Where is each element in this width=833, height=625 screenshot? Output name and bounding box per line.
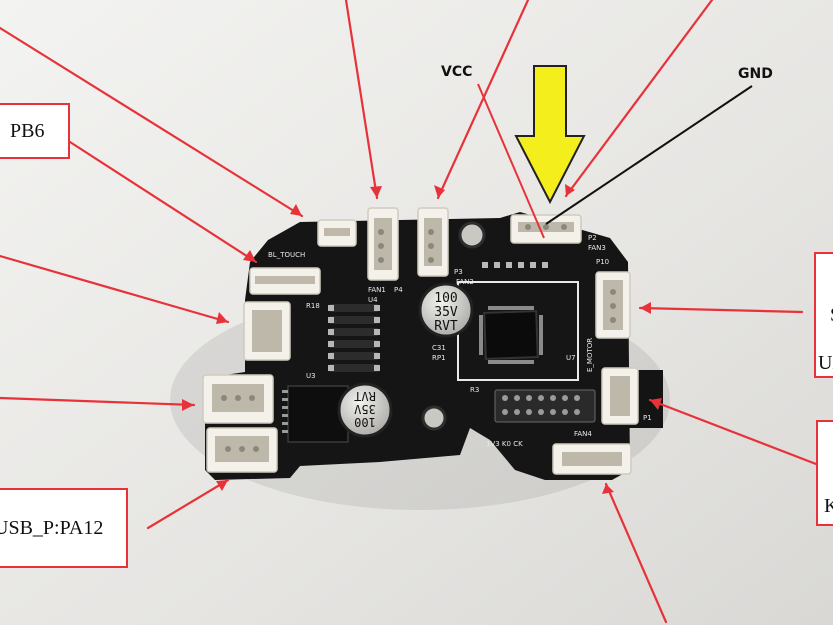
- callout-pb6: PB6: [0, 103, 70, 159]
- pin-dots: [502, 395, 580, 415]
- callout-right-mid-text: K: [824, 495, 833, 518]
- callout-usb: USB_P:PA12: [0, 488, 128, 568]
- u3-pins: [282, 390, 288, 433]
- vcc-line: [477, 83, 545, 239]
- silk-pins-bottom: 1V3 K0 CK: [486, 440, 523, 448]
- mcu-chip: [483, 310, 539, 360]
- silk-e-motor: E_MOTOR: [586, 338, 594, 372]
- gnd-line: [545, 85, 753, 225]
- silk-u7: U7: [566, 354, 576, 362]
- cap-top-voltage: 35V: [434, 305, 458, 320]
- cap-top-brand: RVT: [434, 319, 458, 334]
- silk-fan1: FAN1: [368, 286, 386, 294]
- silk-p1: P1: [643, 414, 652, 422]
- callout-right-top: S UA: [814, 252, 833, 378]
- callout-right-top-a: S: [830, 304, 833, 327]
- silk-r18: R18: [306, 302, 320, 310]
- callout-right-top-b: UA: [818, 352, 833, 374]
- capacitor-bottom: [337, 382, 393, 438]
- silk-rp1: RP1: [432, 354, 446, 362]
- yellow-arrow: [514, 65, 586, 205]
- vcc-label: VCC: [441, 64, 473, 80]
- silk-u3: U3: [306, 372, 316, 380]
- silk-p10: P10: [596, 258, 609, 266]
- silk-p3: P3: [454, 268, 463, 276]
- silk-fan3: FAN3: [588, 244, 606, 252]
- silk-bl-touch: BL_TOUCH: [268, 251, 305, 259]
- silk-fan2: FAN2: [456, 278, 474, 286]
- pin-header-array: [494, 389, 596, 423]
- silk-fan4: FAN4: [574, 430, 592, 438]
- silk-u4: U4: [368, 296, 378, 304]
- cap-bottom-brand: RVT: [354, 389, 376, 403]
- cap-bottom-voltage: 35V: [354, 402, 376, 416]
- silk-c31: C31: [432, 344, 446, 352]
- gnd-label: GND: [738, 66, 773, 82]
- callout-pb6-text: PB6: [10, 119, 45, 142]
- silk-p5: P5: [300, 208, 309, 216]
- silk-p2: P2: [588, 234, 597, 242]
- resistor-array: [330, 304, 378, 372]
- mount-hole: [458, 221, 486, 249]
- pad-row: [328, 305, 380, 371]
- callout-right-mid: K: [816, 420, 833, 526]
- cap-top-value: 100: [434, 291, 457, 306]
- silk-r3: R3: [470, 386, 479, 394]
- arrow-heads: [182, 184, 662, 494]
- callout-usb-text: USB_P:PA12: [0, 516, 104, 539]
- top-pads: [482, 262, 548, 268]
- silk-p4: P4: [394, 286, 403, 294]
- mcu-pins: [479, 306, 543, 364]
- capacitor-top: [418, 282, 474, 338]
- cap-bottom-value: 100: [354, 415, 376, 429]
- mount-hole: [421, 405, 447, 431]
